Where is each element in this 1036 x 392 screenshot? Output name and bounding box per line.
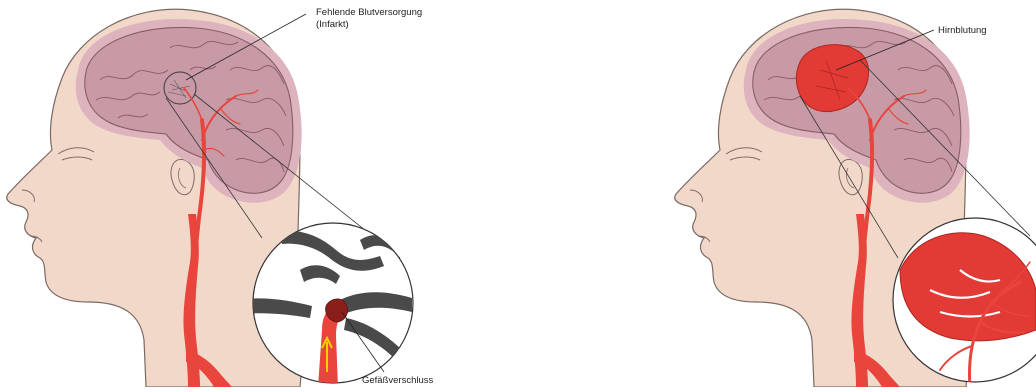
hemorrhage-label: Hirnblutung bbox=[938, 25, 987, 36]
left-panel-infarct: Fehlende Blutversorgung (Infarkt) Gefäßv… bbox=[7, 7, 434, 387]
right-panel-hemorrhage: Hirnblutung bbox=[675, 9, 1036, 387]
occlusion-label: Gefäßverschluss bbox=[362, 375, 434, 386]
infarct-label-line2: (Infarkt) bbox=[316, 19, 349, 30]
infarct-label-line1: Fehlende Blutversorgung bbox=[316, 7, 422, 18]
